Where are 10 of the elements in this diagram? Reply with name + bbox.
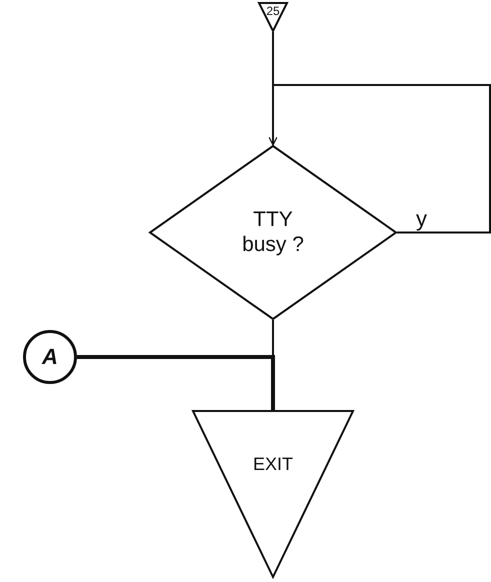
node-label: TTY busy ? [241,208,305,257]
node-label: 25 [266,5,280,19]
connector-circle [23,330,77,384]
node-label: A [42,344,58,370]
node-label: EXIT [252,454,293,474]
terminal-triangle [192,410,354,578]
connector-line [77,355,275,410]
connector-line [268,84,491,234]
decision-diamond [149,145,397,320]
connector-triangle [258,2,288,32]
